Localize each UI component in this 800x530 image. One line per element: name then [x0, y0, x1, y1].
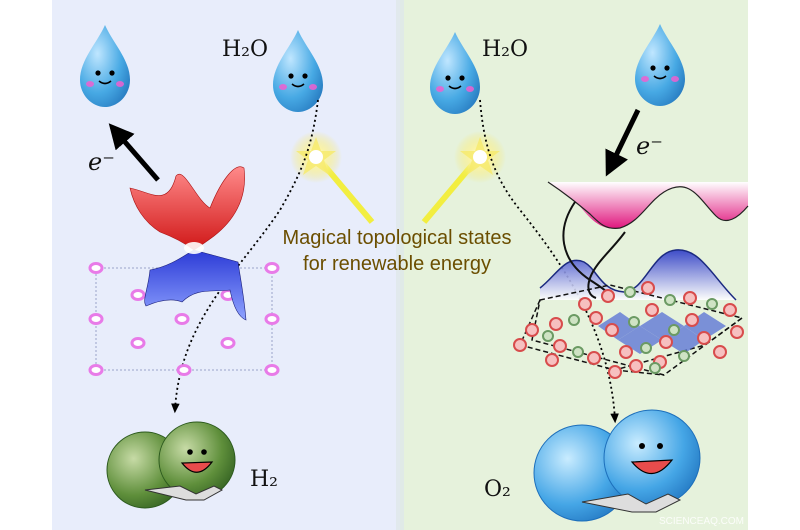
- electron-arrow-right: [605, 108, 641, 177]
- water-drop-icon: [80, 25, 130, 107]
- h2-molecule: [106, 421, 236, 509]
- water-drop-icon: [430, 32, 480, 114]
- water-drop-icon: [273, 30, 323, 112]
- band-line: [547, 181, 749, 229]
- lattice-right: [513, 281, 744, 379]
- topological-band-b: [587, 231, 626, 299]
- h2o-label-right: H₂O: [482, 37, 528, 62]
- conduction-band: [129, 166, 245, 251]
- conduction-band-right: [548, 182, 748, 229]
- light-glow-icon: [290, 131, 342, 183]
- light-glow-icon: [454, 131, 506, 183]
- h2-label: H₂: [250, 467, 278, 492]
- h2o-label-left: H₂O: [222, 37, 268, 62]
- reaction-path-right: [479, 99, 619, 424]
- o2-molecule: [533, 409, 701, 522]
- handshake-icon: [144, 485, 224, 501]
- watermark: SCIENCEAQ.COM: [659, 516, 744, 527]
- electron-label-right: e⁻: [636, 132, 663, 160]
- valence-band: [144, 249, 247, 321]
- electron-label-left: e⁻: [88, 148, 115, 176]
- electron-arrow-left: [108, 123, 160, 182]
- caption-line-1: Magical topological states: [282, 227, 511, 249]
- handshake-icon: [581, 493, 682, 513]
- o2-label: O₂: [484, 477, 511, 502]
- dirac-point: [184, 242, 204, 254]
- caption-line-2: for renewable energy: [303, 253, 491, 275]
- panel-divider: [396, 0, 404, 530]
- water-drop-icon: [635, 24, 685, 106]
